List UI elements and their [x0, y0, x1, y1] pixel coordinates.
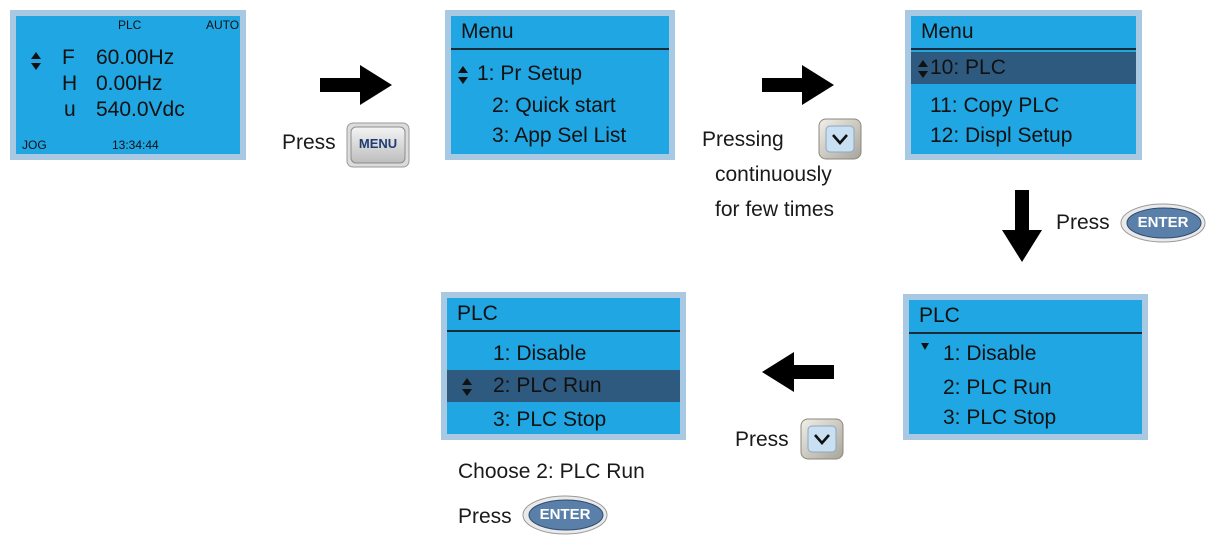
plc-indicator: PLC — [118, 18, 142, 32]
pressing-caption: Pressing — [702, 128, 784, 151]
arrow-right-2 — [762, 65, 834, 105]
plc-option[interactable]: 3: PLC Stop — [447, 404, 680, 434]
press-menu-caption: Press — [282, 131, 336, 154]
menu-item-label: 11: Copy PLC — [930, 94, 1060, 117]
menu-item[interactable]: 12: Displ Setup — [911, 120, 1136, 152]
up-down-icon — [917, 60, 929, 78]
plc-option[interactable]: 1: Disable — [909, 338, 1142, 370]
lcd-area: Menu 10: PLC 11: Copy PLC 12: Displ Setu… — [911, 16, 1136, 154]
f-label: F — [62, 46, 75, 69]
up-down-icon — [461, 378, 473, 396]
up-down-icon — [457, 66, 469, 84]
arrow-left — [762, 352, 834, 392]
plc-option-label: 3: PLC Stop — [493, 408, 607, 431]
plc-title: PLC — [457, 302, 498, 325]
menu-item-label: 12: Displ Setup — [930, 124, 1073, 147]
menu-item-label: 1: Pr Setup — [477, 62, 583, 85]
plc-option-label: 3: PLC Stop — [943, 406, 1057, 429]
choose-caption: Choose 2: PLC Run — [458, 460, 645, 483]
lcd-area: Menu 1: Pr Setup 2: Quick start 3: App S… — [451, 16, 669, 154]
plc-title: PLC — [919, 304, 960, 327]
plc-option[interactable]: 2: PLC Run — [909, 372, 1142, 404]
jog-indicator: JOG — [22, 138, 47, 152]
menu-button-label: MENU — [358, 136, 398, 151]
menu-title: Menu — [461, 20, 514, 43]
lcd-area: PLC AUTO F 60.00Hz H 0.00Hz u 540.0Vdc J… — [16, 16, 240, 154]
plc-option-label: 2: PLC Run — [943, 376, 1052, 399]
auto-indicator: AUTO — [206, 18, 240, 32]
press-enter-caption: Press — [458, 505, 512, 528]
h-value: 0.00Hz — [96, 72, 163, 95]
menu-item[interactable]: 11: Copy PLC — [911, 90, 1136, 122]
u-label: u — [64, 98, 76, 121]
menu-item[interactable]: 2: Quick start — [451, 90, 669, 122]
f-value: 60.00Hz — [96, 46, 175, 69]
menu-screen-2: Menu 10: PLC 11: Copy PLC 12: Displ Setu… — [905, 10, 1142, 160]
continuously-caption: continuously — [715, 163, 832, 186]
menu-button[interactable]: MENU — [346, 122, 410, 168]
enter-button-label: ENTER — [1137, 214, 1189, 231]
up-down-icon — [30, 52, 42, 70]
enter-button[interactable]: ENTER — [1120, 203, 1206, 243]
down-button[interactable] — [800, 418, 844, 460]
enter-button-label: ENTER — [539, 506, 591, 523]
arrow-right-1 — [320, 65, 392, 105]
plc-option-label: 1: Disable — [943, 342, 1037, 365]
h-label: H — [62, 72, 78, 95]
menu-item-label: 2: Quick start — [492, 94, 616, 117]
plc-option[interactable]: 1: Disable — [447, 338, 680, 370]
menu-item-selected[interactable]: 10: PLC — [911, 52, 1136, 84]
press-down-caption: Press — [735, 428, 789, 451]
lcd-area: PLC 1: Disable 2: PLC Run 3: PLC Stop — [909, 300, 1142, 434]
plc-option[interactable]: 3: PLC Stop — [909, 402, 1142, 434]
menu-screen-1: Menu 1: Pr Setup 2: Quick start 3: App S… — [445, 10, 675, 160]
title-divider — [451, 48, 669, 50]
menu-item-label: 10: PLC — [930, 56, 1006, 79]
plc-screen-before: PLC 1: Disable 2: PLC Run 3: PLC Stop — [903, 294, 1148, 440]
down-button[interactable] — [818, 118, 862, 160]
press-enter-caption: Press — [1056, 211, 1110, 234]
plc-option-label: 2: PLC Run — [493, 374, 602, 397]
title-divider — [911, 48, 1136, 50]
menu-item-label: 3: App Sel List — [492, 124, 627, 147]
display-status-screen: PLC AUTO F 60.00Hz H 0.00Hz u 540.0Vdc J… — [10, 10, 246, 160]
u-value: 540.0Vdc — [96, 98, 185, 121]
menu-item[interactable]: 3: App Sel List — [451, 120, 669, 152]
title-divider — [447, 330, 680, 332]
down-indicator-icon — [919, 342, 931, 360]
plc-screen-after: PLC 1: Disable 2: PLC Run 3: PLC Stop — [441, 292, 686, 440]
arrow-down — [1002, 190, 1042, 262]
enter-button[interactable]: ENTER — [522, 495, 608, 535]
few-times-caption: for few times — [715, 198, 835, 221]
clock: 13:34:44 — [112, 138, 159, 152]
menu-title: Menu — [921, 20, 974, 43]
plc-option-label: 1: Disable — [493, 342, 587, 365]
title-divider — [909, 332, 1142, 334]
lcd-area: PLC 1: Disable 2: PLC Run 3: PLC Stop — [447, 298, 680, 434]
menu-item[interactable]: 1: Pr Setup — [451, 58, 669, 90]
plc-option-selected[interactable]: 2: PLC Run — [447, 370, 680, 402]
